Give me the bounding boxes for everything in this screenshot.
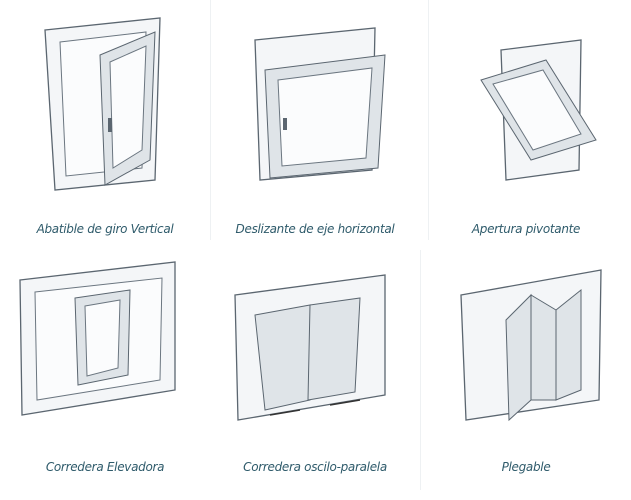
divider bbox=[428, 0, 429, 240]
divider bbox=[420, 250, 421, 490]
window-label: Plegable bbox=[501, 460, 551, 474]
window-oscilo-paralela: Corredera oscilo-paralela bbox=[210, 250, 420, 500]
tilt-slide-window-illustration bbox=[234, 274, 386, 421]
pivot-window-illustration bbox=[480, 39, 597, 181]
window-label: Corredera Elevadora bbox=[45, 460, 165, 474]
tilt-window-illustration bbox=[254, 27, 386, 181]
folding-window-illustration bbox=[460, 269, 602, 422]
casement-window-illustration bbox=[44, 17, 161, 191]
window-deslizante: Deslizante de eje horizontal bbox=[210, 0, 420, 250]
window-label: Corredera oscilo-paralela bbox=[243, 460, 387, 474]
window-label: Abatible de giro Vertical bbox=[36, 222, 174, 236]
window-corredera-elevadora: Corredera Elevadora bbox=[0, 250, 210, 500]
window-pivotante: Apertura pivotante bbox=[421, 0, 631, 250]
window-plegable: Plegable bbox=[421, 250, 631, 500]
window-label: Apertura pivotante bbox=[471, 222, 581, 236]
divider bbox=[210, 0, 211, 240]
lift-slide-window-illustration bbox=[19, 261, 176, 416]
window-abatible: Abatible de giro Vertical bbox=[0, 0, 210, 250]
window-label: Deslizante de eje horizontal bbox=[235, 222, 395, 236]
